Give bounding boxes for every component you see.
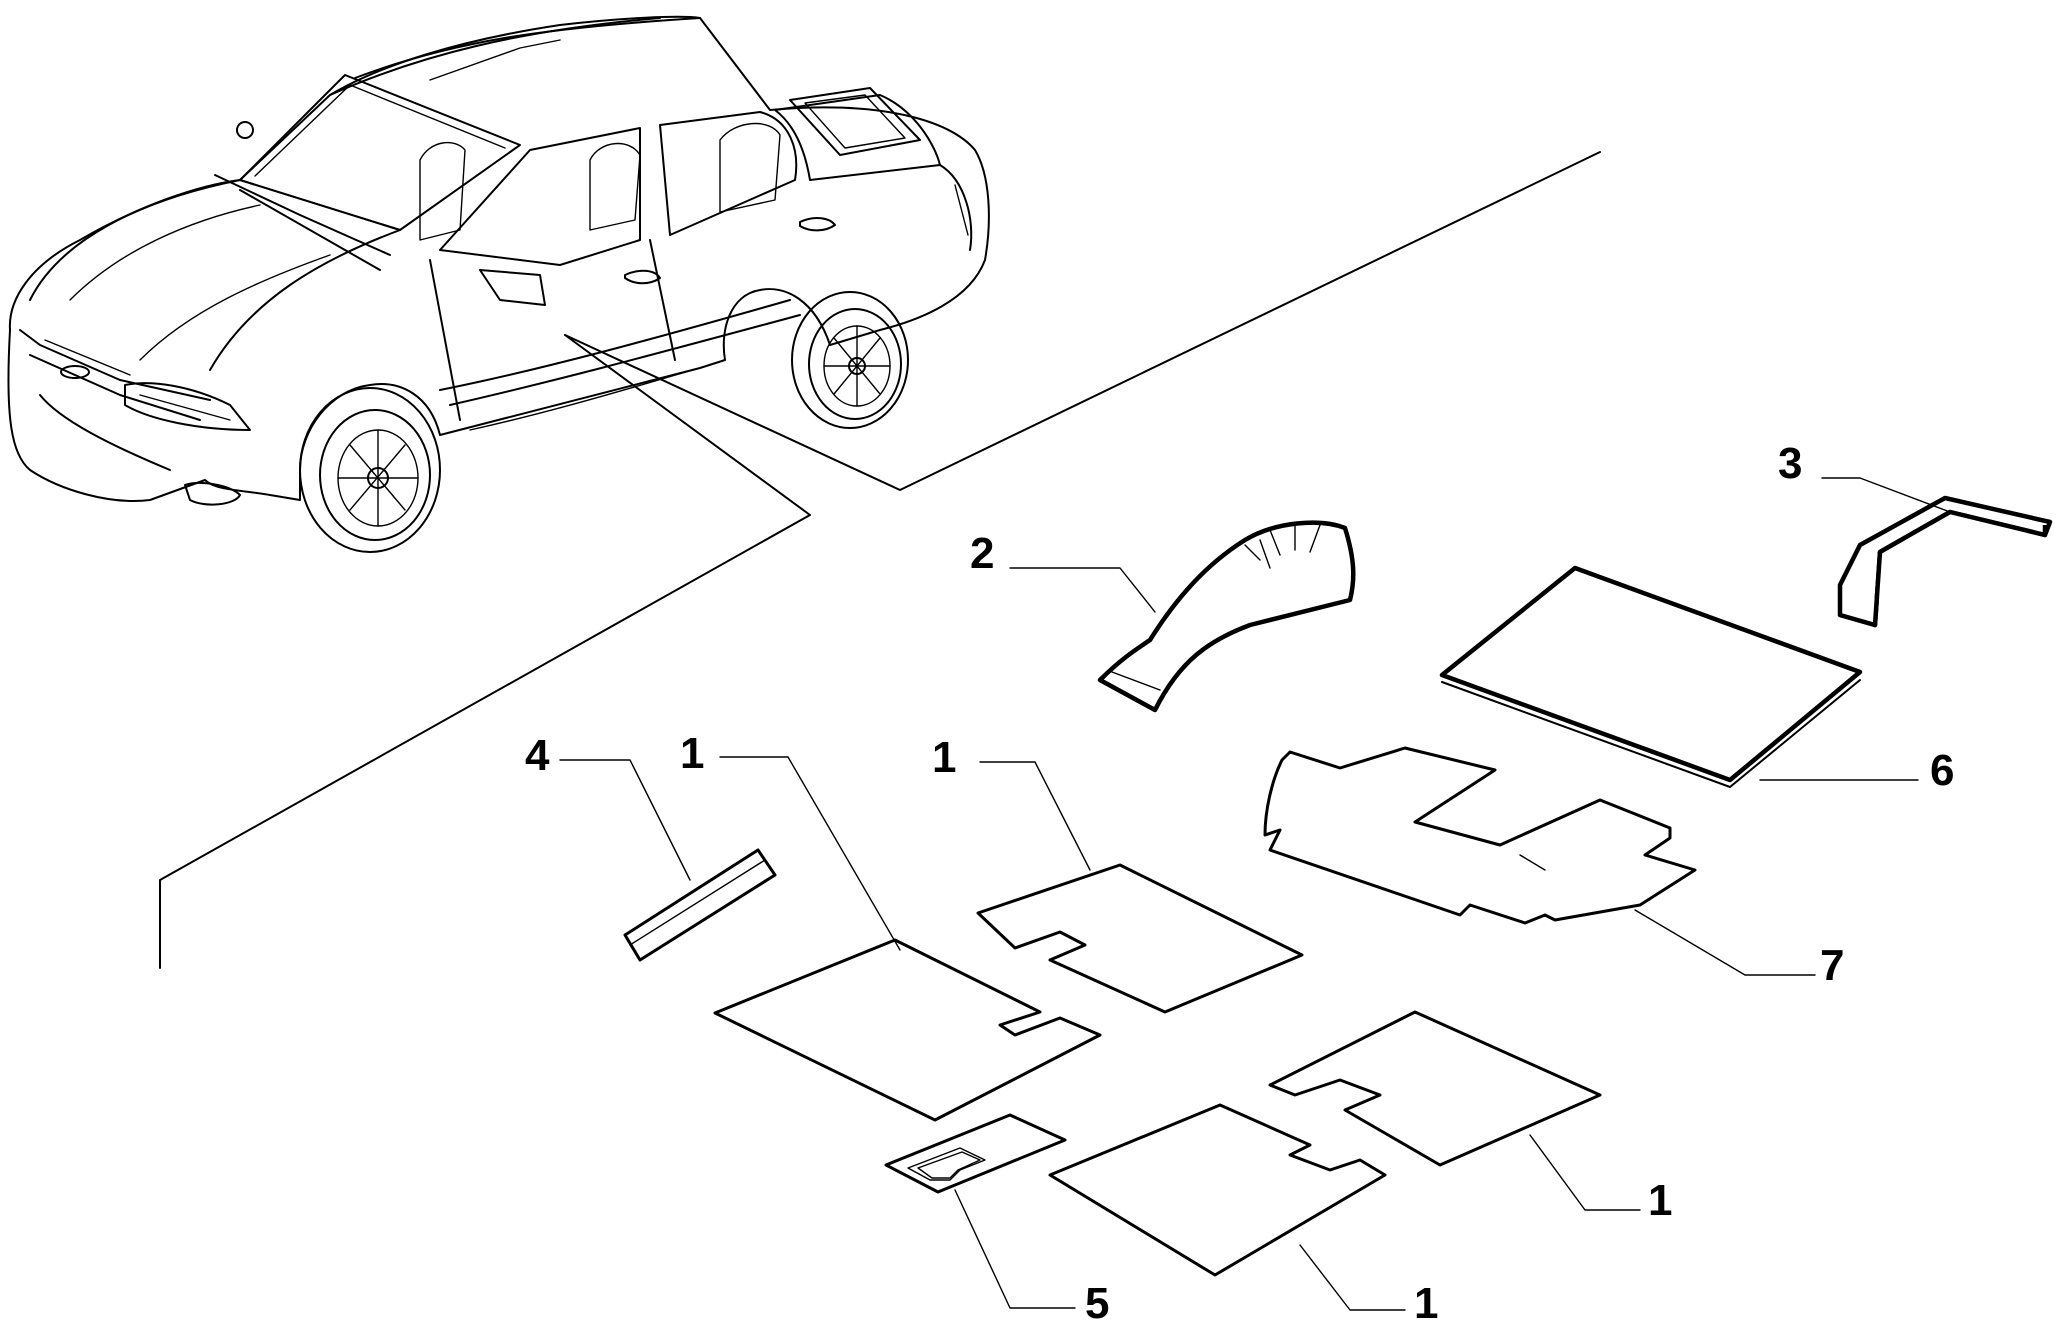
part-1-mat-a xyxy=(976,863,1304,1014)
part-5-pad xyxy=(884,1113,1067,1194)
part-6-panel xyxy=(1439,565,1863,788)
callout-1-bottom: 1 xyxy=(1414,1279,1438,1321)
part-7-floor-mat xyxy=(1263,746,1697,925)
callout-7: 7 xyxy=(1820,941,1844,990)
callout-1-upper: 1 xyxy=(932,733,956,782)
part-1-mat-b xyxy=(713,938,1102,1122)
callout-leaders xyxy=(559,477,1951,1311)
callout-1-left: 1 xyxy=(680,729,704,778)
part-1-mat-d xyxy=(1048,1103,1387,1277)
part-4-strip xyxy=(623,848,777,962)
part-3-strip xyxy=(1837,495,2053,628)
callout-3: 3 xyxy=(1778,439,1802,488)
callout-2: 2 xyxy=(970,529,994,578)
callout-4: 4 xyxy=(525,731,550,780)
car-icon xyxy=(7,15,990,553)
callout-5: 5 xyxy=(1085,1279,1109,1321)
part-1-mat-c xyxy=(1268,1010,1602,1167)
car-leader-lines xyxy=(159,151,1601,969)
callout-1-right: 1 xyxy=(1648,1176,1672,1225)
part-2-insulation xyxy=(1097,520,1356,713)
callout-6: 6 xyxy=(1930,746,1954,795)
